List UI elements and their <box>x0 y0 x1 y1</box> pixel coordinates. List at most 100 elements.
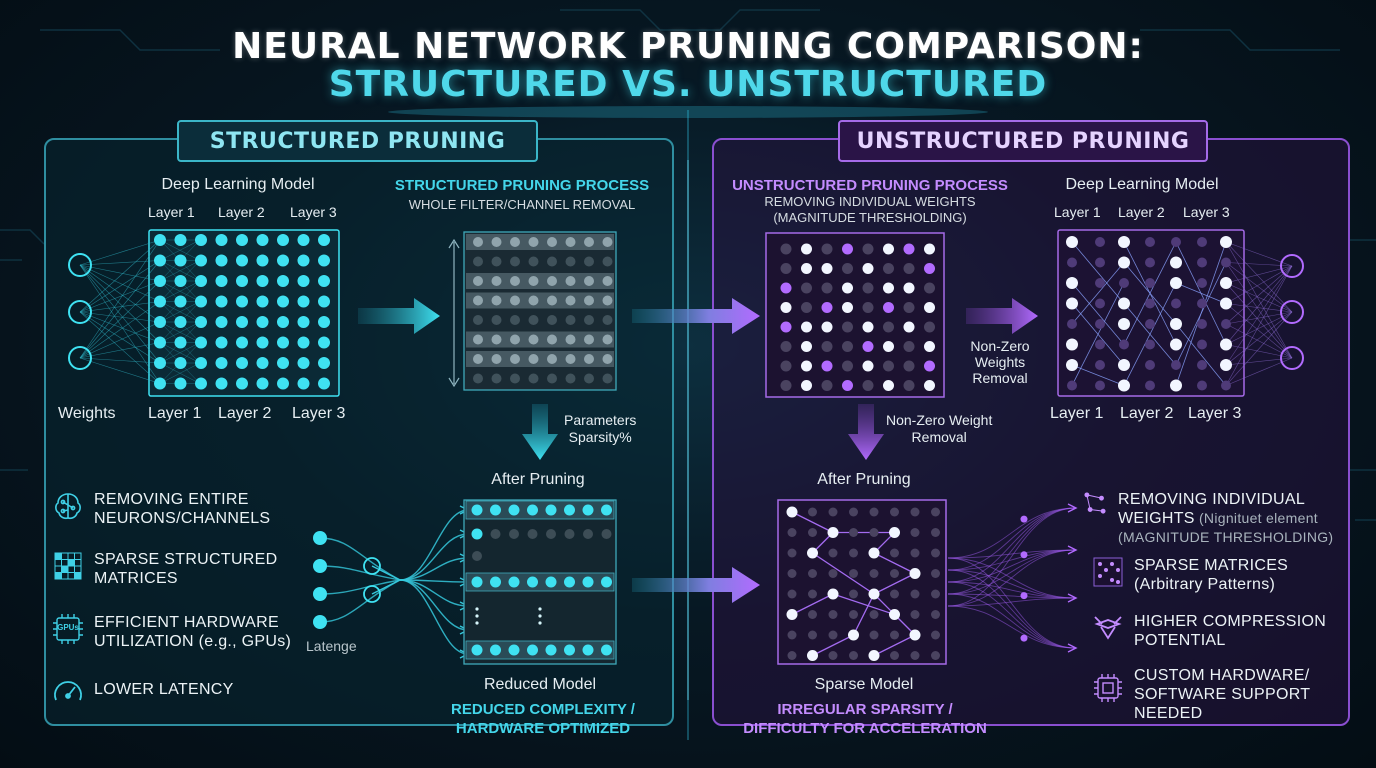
weight-node <box>821 263 833 274</box>
right-bullet-1-line2a: WEIGHTS <box>1118 510 1195 527</box>
weight-node <box>828 630 838 640</box>
right-bullet-1: REMOVING INDIVIDUAL WEIGHTS (Nignituet e… <box>1082 490 1333 547</box>
weight-node <box>195 357 207 369</box>
right-layer-top-1: Layer 1 <box>1054 204 1101 220</box>
weight-node <box>602 315 613 325</box>
weight-node <box>1220 359 1232 371</box>
weight-node <box>801 243 812 255</box>
weight-node <box>842 302 853 313</box>
weight-node <box>584 295 594 306</box>
weight-node <box>1095 319 1105 329</box>
weight-node <box>491 373 502 384</box>
weight-node <box>174 336 187 349</box>
weight-node <box>1095 237 1105 247</box>
weight-node <box>931 651 940 660</box>
weight-connection <box>1071 282 1125 345</box>
fan-node <box>1020 515 1028 523</box>
weight-node <box>868 650 880 661</box>
weight-node <box>931 548 940 558</box>
weight-node <box>1197 278 1207 288</box>
weight-node <box>565 256 576 267</box>
output-connection <box>1225 265 1293 345</box>
weight-node <box>1066 359 1078 371</box>
weight-node <box>195 275 207 287</box>
weight-node <box>1220 297 1232 310</box>
weight-node <box>924 321 935 333</box>
sparse-connection <box>812 634 854 657</box>
weight-node <box>1220 236 1232 248</box>
weight-node <box>842 321 853 333</box>
weight-node <box>801 360 812 372</box>
right-after-pruning: After Pruning <box>817 471 911 488</box>
weight-node <box>297 316 310 328</box>
weight-node <box>1066 297 1078 310</box>
weight-node <box>195 295 207 308</box>
weight-node <box>849 569 858 578</box>
sparse-matrix-icon <box>1093 557 1123 587</box>
weight-node <box>528 256 539 267</box>
connection-line <box>79 311 161 323</box>
left-bullet-1-line2: NEURONS/CHANNELS <box>94 510 271 527</box>
weight-node <box>256 357 269 369</box>
arrow-right-icon <box>358 298 440 334</box>
pruned-weight-node <box>472 551 482 561</box>
weight-node <box>1145 360 1155 370</box>
weight-node <box>862 380 874 391</box>
right-bullet-4-line2: SOFTWARE SUPPORT <box>1134 686 1311 703</box>
connection-curve <box>319 565 401 581</box>
connection-line <box>79 260 161 359</box>
fan-node <box>1020 551 1028 559</box>
kept-row-band <box>465 572 615 592</box>
weight-node <box>1171 360 1181 370</box>
weight-node <box>801 321 812 333</box>
sparse-connection <box>873 552 916 575</box>
right-bullet-4-line1: CUSTOM HARDWARE/ <box>1134 667 1310 684</box>
weight-node <box>528 237 539 247</box>
right-bullet-1-line2b: (Nignituet element <box>1194 510 1318 526</box>
weight-node <box>862 282 874 294</box>
connection-line <box>79 264 161 364</box>
weight-node <box>1067 380 1077 391</box>
output-connection <box>1225 303 1293 359</box>
kept-weight-node <box>582 504 594 516</box>
connection-line <box>371 565 401 581</box>
fan-arrowhead <box>1067 503 1078 513</box>
weight-node <box>318 316 330 328</box>
connection-line <box>79 280 161 313</box>
weight-node <box>786 506 798 518</box>
connection-line <box>159 362 201 384</box>
weight-node <box>1118 318 1130 330</box>
weight-node <box>883 243 894 255</box>
weight-node <box>849 507 858 517</box>
weight-node <box>1171 298 1181 309</box>
weight-node <box>510 354 520 364</box>
weight-node <box>318 234 330 246</box>
weight-node <box>849 610 858 619</box>
weight-connection <box>1175 241 1227 386</box>
weight-node <box>236 357 248 369</box>
sparse-connection <box>873 634 916 657</box>
weight-node <box>787 589 797 599</box>
weight-node <box>1145 257 1155 268</box>
connection-curve <box>319 579 401 595</box>
weight-node <box>828 507 838 517</box>
reduced-model-label: Reduced Model <box>483 676 597 693</box>
layer-grid-frame <box>148 229 340 397</box>
weight-node <box>780 341 792 352</box>
weight-node <box>277 295 289 308</box>
weight-node <box>924 263 935 274</box>
left-layer-bottom-2: Layer 2 <box>218 405 272 422</box>
weight-node <box>1170 256 1182 269</box>
weight-node <box>277 357 289 369</box>
unstructured-process-sub-2: (MAGNITUDE THRESHOLDING) <box>773 210 967 225</box>
weight-node <box>236 336 248 349</box>
weight-node <box>808 528 817 537</box>
weight-node <box>780 263 792 274</box>
weight-node <box>473 373 483 384</box>
weight-node <box>602 237 613 247</box>
weight-connection <box>1175 282 1227 304</box>
